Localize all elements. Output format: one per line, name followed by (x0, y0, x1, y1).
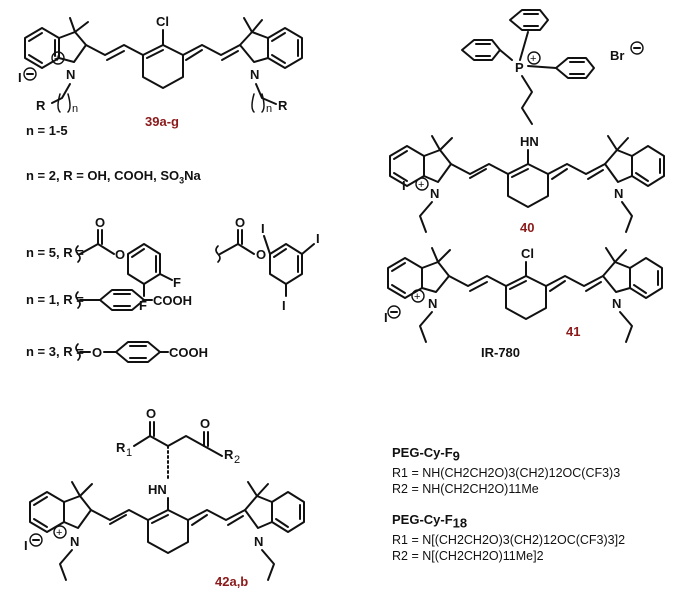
substituent-n3-phenoxy: O COOH (75, 341, 208, 363)
svg-text:COOH: COOH (153, 293, 192, 308)
compound-label-39a-g: 39a-g (145, 114, 179, 129)
substituent-n5-difluoro: O O F F (75, 215, 181, 313)
peg-cy-f18-r2: R2 = N[(CH2CH2O)11Me]2 (392, 548, 544, 563)
svg-text:F: F (173, 275, 181, 290)
svg-text:+: + (414, 291, 420, 303)
svg-text:O: O (256, 247, 266, 262)
cyclohexene-core-42 (147, 509, 189, 554)
peg-cy-f9-title: PEG-Cy-F (392, 445, 453, 460)
peg-cy-f18-r1: R1 = N[(CH2CH2O)3(CH2)12OC(CF3)3]2 (392, 532, 626, 547)
peg-cy-f9-r1: R1 = NH(CH2CH2O)3(CH2)12OC(CF3)3 (392, 465, 621, 480)
n-range-label-39: n = 1-5 (26, 123, 68, 138)
n-atom-40-right: N (614, 186, 623, 201)
compound-name-ir780: IR-780 (481, 345, 520, 360)
phenyl-ring-top (509, 9, 549, 31)
compound-label-41: 41 (566, 324, 580, 339)
o-atom-42-right: O (200, 416, 210, 431)
svg-text:O: O (115, 247, 125, 262)
svg-text:+: + (418, 179, 424, 191)
structure-39a-g: N + I R n Cl N R n (18, 14, 303, 115)
svg-text:COOH: COOH (169, 345, 208, 360)
substituent-row-n1-label: n = 1, R = (26, 292, 84, 307)
p-atom-40: P (515, 60, 524, 75)
n-subscript-39-right: n (266, 103, 272, 115)
svg-text:O: O (95, 215, 105, 230)
n-subscript-39-left: n (72, 103, 78, 115)
phenyl-ring-right (555, 57, 595, 79)
hn-atom-42: HN (148, 482, 167, 497)
svg-text:I: I (261, 221, 265, 236)
substituent-row-n2: n = 2, R = OH, COOH, SO3Na (26, 168, 201, 186)
benzene-ring-41-right (629, 257, 663, 299)
r1-group-42: R (116, 440, 126, 455)
anion-42: I (24, 538, 28, 553)
r-group-39-right: R (278, 98, 288, 113)
svg-text:+: + (56, 527, 62, 539)
peg-cy-f18-block: PEG-Cy-F18 R1 = N[(CH2CH2O)3(CH2)12OC(CF… (392, 512, 626, 563)
svg-text:+: + (54, 53, 60, 65)
substituent-row-n3-label: n = 3, R = (26, 344, 84, 359)
cl-atom-41: Cl (521, 246, 534, 261)
peg-cy-f9-block: PEG-Cy-F9 R1 = NH(CH2CH2O)3(CH2)12OC(CF3… (392, 445, 621, 496)
anion-39: I (18, 70, 22, 85)
cyclohexene-core-39 (142, 44, 184, 89)
benzene-ring-40-left (389, 145, 425, 187)
peg-cy-f9-r2: R2 = NH(CH2CH2O)11Me (392, 481, 539, 496)
benzene-ring-40-right (631, 145, 665, 187)
substituent-n1-benzoic: COOH (75, 289, 192, 311)
svg-text:I: I (282, 298, 286, 313)
structure-42a-b: R 1 O O R 2 HN N + I N (24, 406, 305, 581)
cyclohexene-core-40 (507, 163, 549, 208)
n-atom-42-right: N (254, 534, 263, 549)
svg-text:O: O (235, 215, 245, 230)
benzene-ring-42-left (29, 491, 65, 533)
r2-group-42: R (224, 447, 234, 462)
n-atom-41-left: N (428, 296, 437, 311)
svg-text:2: 2 (234, 454, 240, 466)
benzene-ring-42-right (271, 491, 305, 533)
svg-text:O: O (92, 345, 102, 360)
n-atom-42-left: N (70, 534, 79, 549)
cyclohexene-core-41 (505, 275, 547, 320)
svg-text:+: + (530, 53, 536, 65)
n-atom-39-right: N (250, 67, 259, 82)
peg-cy-f18-title: PEG-Cy-F (392, 512, 453, 527)
n-atom-40-left: N (430, 186, 439, 201)
svg-text:1: 1 (126, 447, 132, 459)
iodide-anion-40: I (402, 178, 406, 193)
svg-text:F: F (139, 298, 147, 313)
compound-label-40: 40 (520, 220, 534, 235)
svg-text:I: I (316, 231, 320, 246)
structure-40: P + Br HN N + I (389, 9, 665, 233)
bromide-anion: Br (610, 48, 624, 63)
n-atom-41-right: N (612, 296, 621, 311)
anion-41: I (384, 310, 388, 325)
r-group-39-left: R (36, 98, 46, 113)
compound-label-42a-b: 42a,b (215, 574, 248, 589)
right-benzene-ring (267, 27, 303, 69)
o-atom-42-left: O (146, 406, 156, 421)
substituent-row-n5-label: n = 5, R = (26, 245, 84, 260)
substituent-n5-triiodo: O O I I I (215, 215, 320, 313)
hn-atom-40: HN (520, 134, 539, 149)
structure-41: N + I Cl N (384, 246, 663, 343)
n-atom-39-left: N (66, 67, 75, 82)
cl-atom-39: Cl (156, 14, 169, 29)
